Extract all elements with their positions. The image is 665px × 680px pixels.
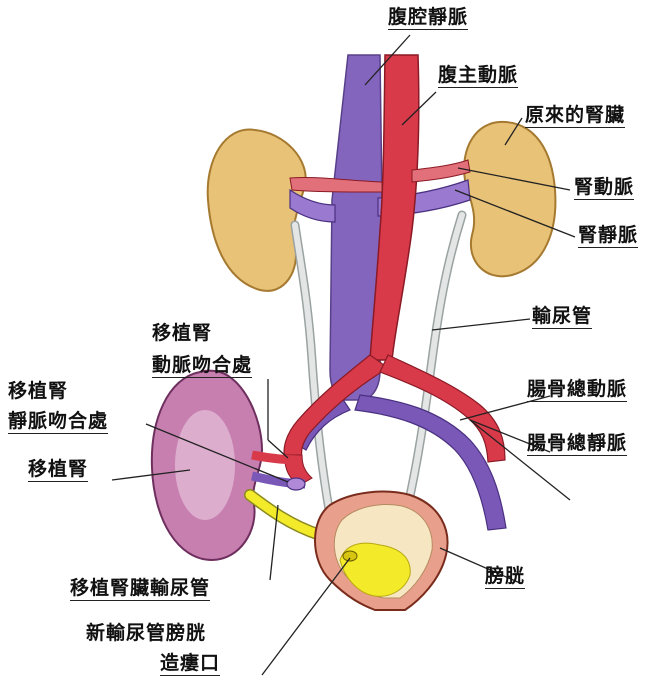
label-graft-kidney: 移植腎: [28, 458, 88, 482]
label-graft-artery-anastomosis-line2: 動脈吻合處: [152, 354, 252, 378]
label-neo-ureterocystostomy-line1: 新輸尿管膀胱: [86, 622, 206, 645]
label-graft-vein-anastomosis-line2: 靜脈吻合處: [8, 410, 108, 434]
label-original-kidney: 原來的腎臟: [525, 104, 625, 128]
label-inferior-vena-cava: 腹腔靜脈: [388, 6, 468, 30]
graft-kidney-highlight: [175, 410, 235, 520]
graft-artery: [252, 455, 300, 460]
label-renal-artery: 腎動脈: [574, 176, 634, 200]
neo-ureterocystostomy-site: [343, 551, 357, 561]
label-ureter: 輸尿管: [532, 305, 592, 329]
label-graft-vein-anastomosis-line1: 移植腎: [8, 380, 68, 403]
right-renal-artery: [412, 160, 470, 182]
label-neo-ureterocystostomy-line2: 造瘻口: [160, 652, 220, 676]
label-graft-artery-anastomosis-line1: 移植腎: [152, 322, 212, 345]
label-common-iliac-artery: 腸骨總動脈: [527, 378, 627, 402]
label-abdominal-aorta: 腹主動脈: [438, 64, 518, 88]
label-bladder: 膀胱: [485, 565, 525, 589]
left-original-kidney: [208, 130, 306, 291]
label-renal-vein: 腎靜脈: [578, 224, 638, 248]
vein-anastomosis-site: [287, 478, 305, 490]
label-common-iliac-vein: 腸骨總靜脈: [527, 432, 627, 456]
label-graft-ureter: 移植腎臟輸尿管: [70, 577, 210, 601]
